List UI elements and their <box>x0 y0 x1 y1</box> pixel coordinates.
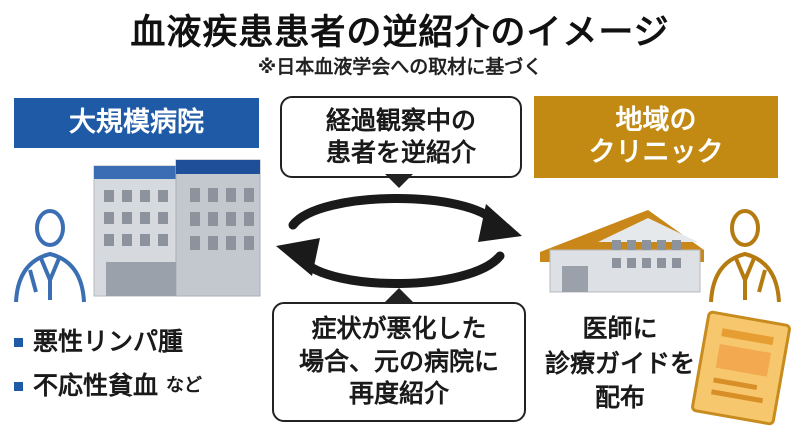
bullet-icon <box>14 381 23 391</box>
reverse-referral-line1: 経過観察中の <box>325 105 476 135</box>
re-referral-box: 症状が悪化した 場合、元の病院に 再度紹介 <box>272 302 526 422</box>
disease-suffix: など <box>166 375 203 396</box>
hospital-building-icon <box>93 159 261 297</box>
clinic-text-line3: 配布 <box>594 383 645 412</box>
guidebook-icon <box>691 310 791 426</box>
re-referral-line3: 再度紹介 <box>348 379 449 409</box>
page-title: 血液疾患患者の逆紹介のイメージ <box>130 13 670 53</box>
hospital-doctor-icon <box>14 209 86 303</box>
bullet-icon <box>14 337 23 347</box>
clinic-text-line1: 医師に <box>582 314 658 343</box>
cycle-arrows-icon <box>276 194 522 288</box>
bottom-box-pointer <box>385 288 413 302</box>
clinic-doctor-icon <box>709 209 781 303</box>
disease-1: 悪性リンパ腫 <box>33 327 184 356</box>
list-item: 悪性リンパ腫 <box>14 320 202 364</box>
clinic-text-line2: 診療ガイドを <box>544 348 695 378</box>
clinic-building-icon <box>540 210 704 293</box>
disease-2: 不応性貧血 <box>33 371 159 400</box>
source-note: ※日本血液学会への取材に基づく <box>257 56 543 78</box>
re-referral-line2: 場合、元の病院に <box>298 346 499 376</box>
disease-list: 悪性リンパ腫 不応性貧血 など <box>14 320 202 408</box>
top-box-pointer <box>385 174 413 188</box>
reverse-referral-line2: 患者を逆紹介 <box>325 138 476 167</box>
clinic-label-line1: 地域の <box>615 104 697 136</box>
hospital-label: 大規模病院 <box>14 98 259 148</box>
list-item: 不応性貧血 など <box>14 364 202 408</box>
clinic-label: 地域の クリニック <box>534 96 778 178</box>
reverse-referral-box: 経過観察中の 患者を逆紹介 <box>280 96 522 178</box>
clinic-label-line2: クリニック <box>588 137 724 168</box>
re-referral-line1: 症状が悪化した <box>311 314 487 344</box>
hospital-label-text: 大規模病院 <box>69 106 204 138</box>
clinic-description: 医師に 診療ガイドを 配布 <box>525 312 715 416</box>
